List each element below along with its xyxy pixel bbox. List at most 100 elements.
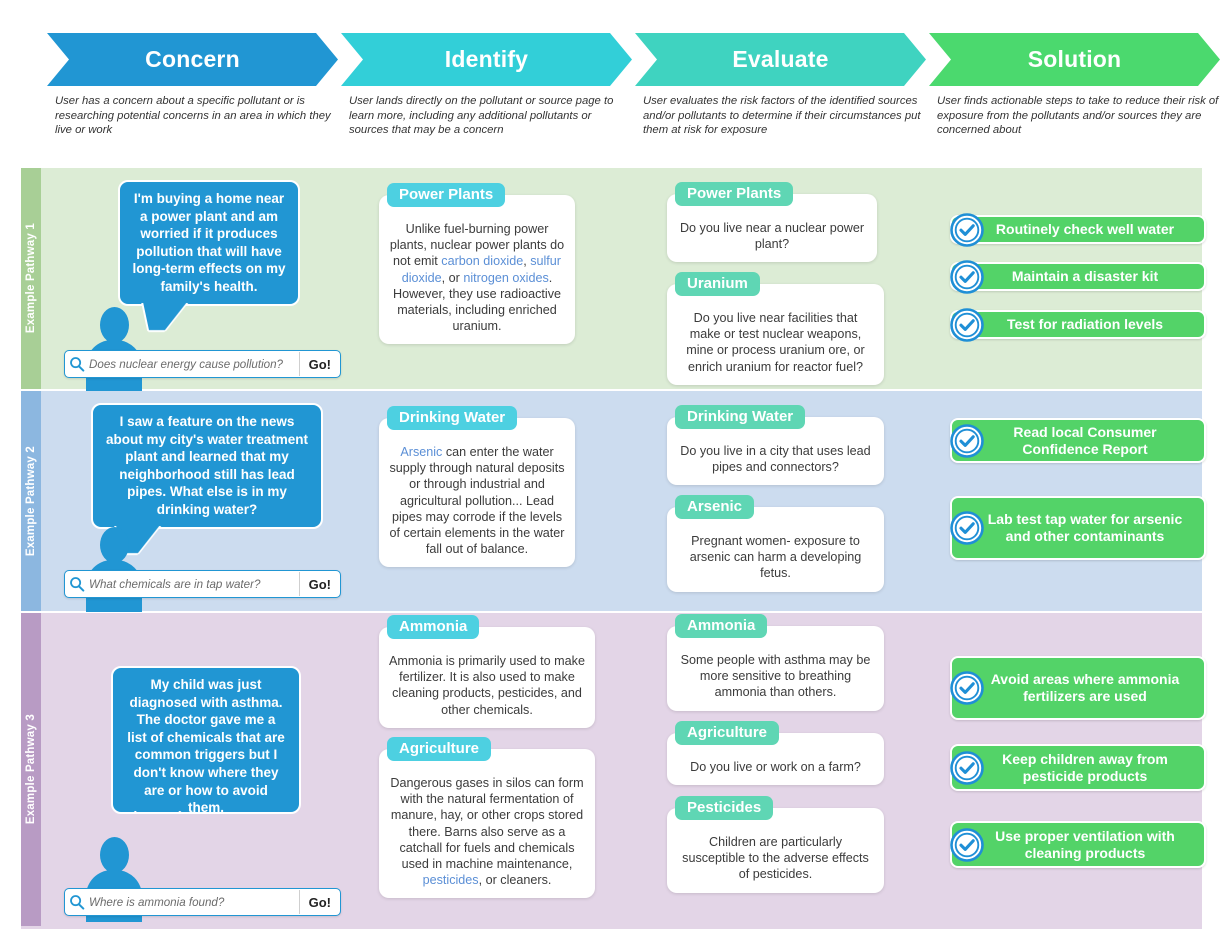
card-text: Dangerous gases in silos can form with t… [390, 776, 584, 872]
search-divider [298, 572, 300, 596]
search-bar-2[interactable]: Go! [64, 570, 341, 598]
evaluate-card[interactable]: Pesticides Children are particularly sus… [667, 796, 884, 893]
evaluate-card-tag: Drinking Water [675, 405, 806, 429]
check-circle-icon [950, 423, 984, 458]
identify-column-3: Ammonia Ammonia is primarily used to mak… [361, 613, 595, 926]
pathway-label-text-2: Example Pathway 2 [25, 445, 37, 557]
solution-item[interactable]: Avoid areas where ammonia fertilizers ar… [950, 656, 1206, 720]
concern-column-3: My child was just diagnosed with asthma.… [41, 613, 341, 926]
avatar-head-icon [100, 527, 129, 563]
solution-item[interactable]: Keep children away from pesticide produc… [950, 744, 1206, 791]
pathway-label-1: Example Pathway 1 [21, 168, 41, 389]
go-button-3[interactable]: Go! [300, 895, 340, 910]
solution-column-3: Avoid areas where ammonia fertilizers ar… [921, 613, 1206, 926]
pathway-row-2: Example Pathway 2 I saw a feature on the… [21, 391, 1206, 907]
identify-card-tag: Power Plants [387, 183, 506, 207]
card-link[interactable]: Arsenic [400, 445, 443, 459]
search-icon [65, 576, 89, 592]
evaluate-card-body: Some people with asthma may be more sens… [680, 653, 871, 700]
check-circle-icon [950, 259, 984, 294]
pathway-label-3: Example Pathway 3 [21, 613, 41, 926]
search-bar-1[interactable]: Go! [64, 350, 341, 378]
solution-column-2: Read local Consumer Confidence Report La… [921, 391, 1206, 611]
evaluate-card-tag: Arsenic [675, 495, 755, 519]
evaluate-card[interactable]: Ammonia Some people with asthma may be m… [667, 614, 884, 711]
solution-label: Read local Consumer Confidence Report [950, 418, 1206, 463]
stage-chevron-identify: Identify [341, 33, 632, 86]
identify-card[interactable]: Ammonia Ammonia is primarily used to mak… [379, 615, 595, 728]
solution-label: Lab test tap water for arsenic and other… [950, 496, 1206, 560]
solution-label: Test for radiation levels [950, 310, 1206, 339]
identify-card-body: Arsenic can enter the water supply throu… [389, 444, 565, 557]
go-button-1[interactable]: Go! [300, 357, 340, 372]
identify-card-body: Dangerous gases in silos can form with t… [389, 775, 585, 888]
evaluate-card[interactable]: Arsenic Pregnant women- exposure to arse… [667, 495, 884, 592]
search-divider [298, 890, 300, 914]
user-avatar-2 [86, 527, 142, 612]
speech-bubble-2: I saw a feature on the news about my cit… [91, 403, 323, 553]
evaluate-card-body: Do you live near a nuclear power plant? [679, 221, 865, 252]
evaluate-card-body: Pregnant women- exposure to arsenic can … [689, 534, 862, 581]
evaluate-card[interactable]: Drinking Water Do you live in a city tha… [667, 405, 884, 486]
concern-column-2: I saw a feature on the news about my cit… [41, 391, 341, 612]
solution-item[interactable]: Test for radiation levels [950, 307, 1206, 342]
evaluate-column-3: Ammonia Some people with asthma may be m… [653, 613, 884, 926]
evaluate-card-body: Do you live or work on a farm? [690, 760, 861, 774]
go-button-2[interactable]: Go! [300, 577, 340, 592]
speech-bubble-text-3: My child was just diagnosed with asthma.… [127, 677, 285, 814]
identify-column-2: Drinking Water Arsenic can enter the wat… [361, 391, 591, 611]
stage-chevron-evaluate: Evaluate [635, 33, 926, 86]
speech-bubble-text-2: I saw a feature on the news about my cit… [105, 414, 309, 517]
stage-chevron-row: Concern Identify Evaluate Solution [47, 33, 1220, 86]
check-circle-icon [950, 212, 984, 247]
speech-bubble-3: My child was just diagnosed with asthma.… [111, 666, 301, 814]
card-text: Unlike fuel-burning power plants, nuclea… [389, 222, 565, 269]
card-text: , or cleaners. [478, 873, 552, 888]
card-text: . However, they use radioactive material… [392, 270, 561, 334]
card-link[interactable]: sulfur dioxide [401, 254, 561, 285]
concern-column-1: I'm buying a home near a power plant and… [41, 168, 341, 392]
stage-chevron-concern: Concern [47, 33, 338, 86]
speech-bubble-1: I'm buying a home near a power plant and… [118, 180, 300, 330]
stage-header: Concern Identify Evaluate Solution User … [0, 0, 1223, 160]
pathway-label-2: Example Pathway 2 [21, 391, 41, 611]
solution-item[interactable]: Lab test tap water for arsenic and other… [950, 496, 1206, 560]
solution-label: Keep children away from pesticide produc… [950, 744, 1206, 791]
check-circle-icon [950, 307, 984, 342]
evaluate-card-body: Do you live in a city that uses lead pip… [680, 444, 871, 475]
evaluate-card[interactable]: Agriculture Do you live or work on a far… [667, 721, 884, 786]
stage-description-evaluate: User evaluates the risk factors of the i… [643, 95, 921, 137]
identify-card-tag: Agriculture [387, 737, 492, 761]
search-input-3[interactable] [89, 895, 299, 909]
card-link[interactable]: carbon dioxide [441, 254, 524, 269]
search-icon [65, 356, 89, 372]
evaluate-card-tag: Agriculture [675, 721, 780, 745]
solution-item[interactable]: Routinely check well water [950, 212, 1206, 247]
identify-card[interactable]: Agriculture Dangerous gases in silos can… [379, 737, 595, 899]
stage-description-row: User has a concern about a specific poll… [55, 94, 1223, 138]
speech-bubble-tail-icon [136, 810, 186, 812]
identify-card[interactable]: Drinking Water Arsenic can enter the wat… [379, 406, 575, 568]
solution-item[interactable]: Use proper ventilation with cleaning pro… [950, 821, 1206, 868]
card-link[interactable]: pesticides [422, 873, 479, 888]
solution-item[interactable]: Read local Consumer Confidence Report [950, 418, 1206, 463]
solution-item[interactable]: Maintain a disaster kit [950, 259, 1206, 294]
solution-label: Maintain a disaster kit [950, 262, 1206, 291]
identify-card-body: Ammonia is primarily used to make fertil… [389, 654, 585, 717]
identify-card-tag: Ammonia [387, 615, 480, 639]
evaluate-card[interactable]: Power Plants Do you live near a nuclear … [667, 182, 877, 263]
solution-label: Use proper ventilation with cleaning pro… [950, 821, 1206, 868]
stage-description-identify: User lands directly on the pollutant or … [349, 95, 614, 137]
stage-description-concern: User has a concern about a specific poll… [55, 95, 331, 137]
evaluate-card-tag: Power Plants [675, 182, 794, 206]
search-input-1[interactable] [89, 357, 299, 371]
identify-card[interactable]: Power Plants Unlike fuel-burning power p… [379, 183, 575, 345]
search-input-2[interactable] [89, 577, 299, 591]
card-link[interactable]: nitrogen oxides [463, 270, 549, 285]
stage-label-identify: Identify [444, 46, 529, 72]
search-bar-3[interactable]: Go! [64, 888, 341, 916]
solution-label: Avoid areas where ammonia fertilizers ar… [950, 656, 1206, 720]
identify-card-body: Unlike fuel-burning power plants, nuclea… [389, 221, 565, 334]
user-avatar-1 [86, 307, 142, 392]
evaluate-card[interactable]: Uranium Do you live near facilities that… [667, 272, 884, 385]
